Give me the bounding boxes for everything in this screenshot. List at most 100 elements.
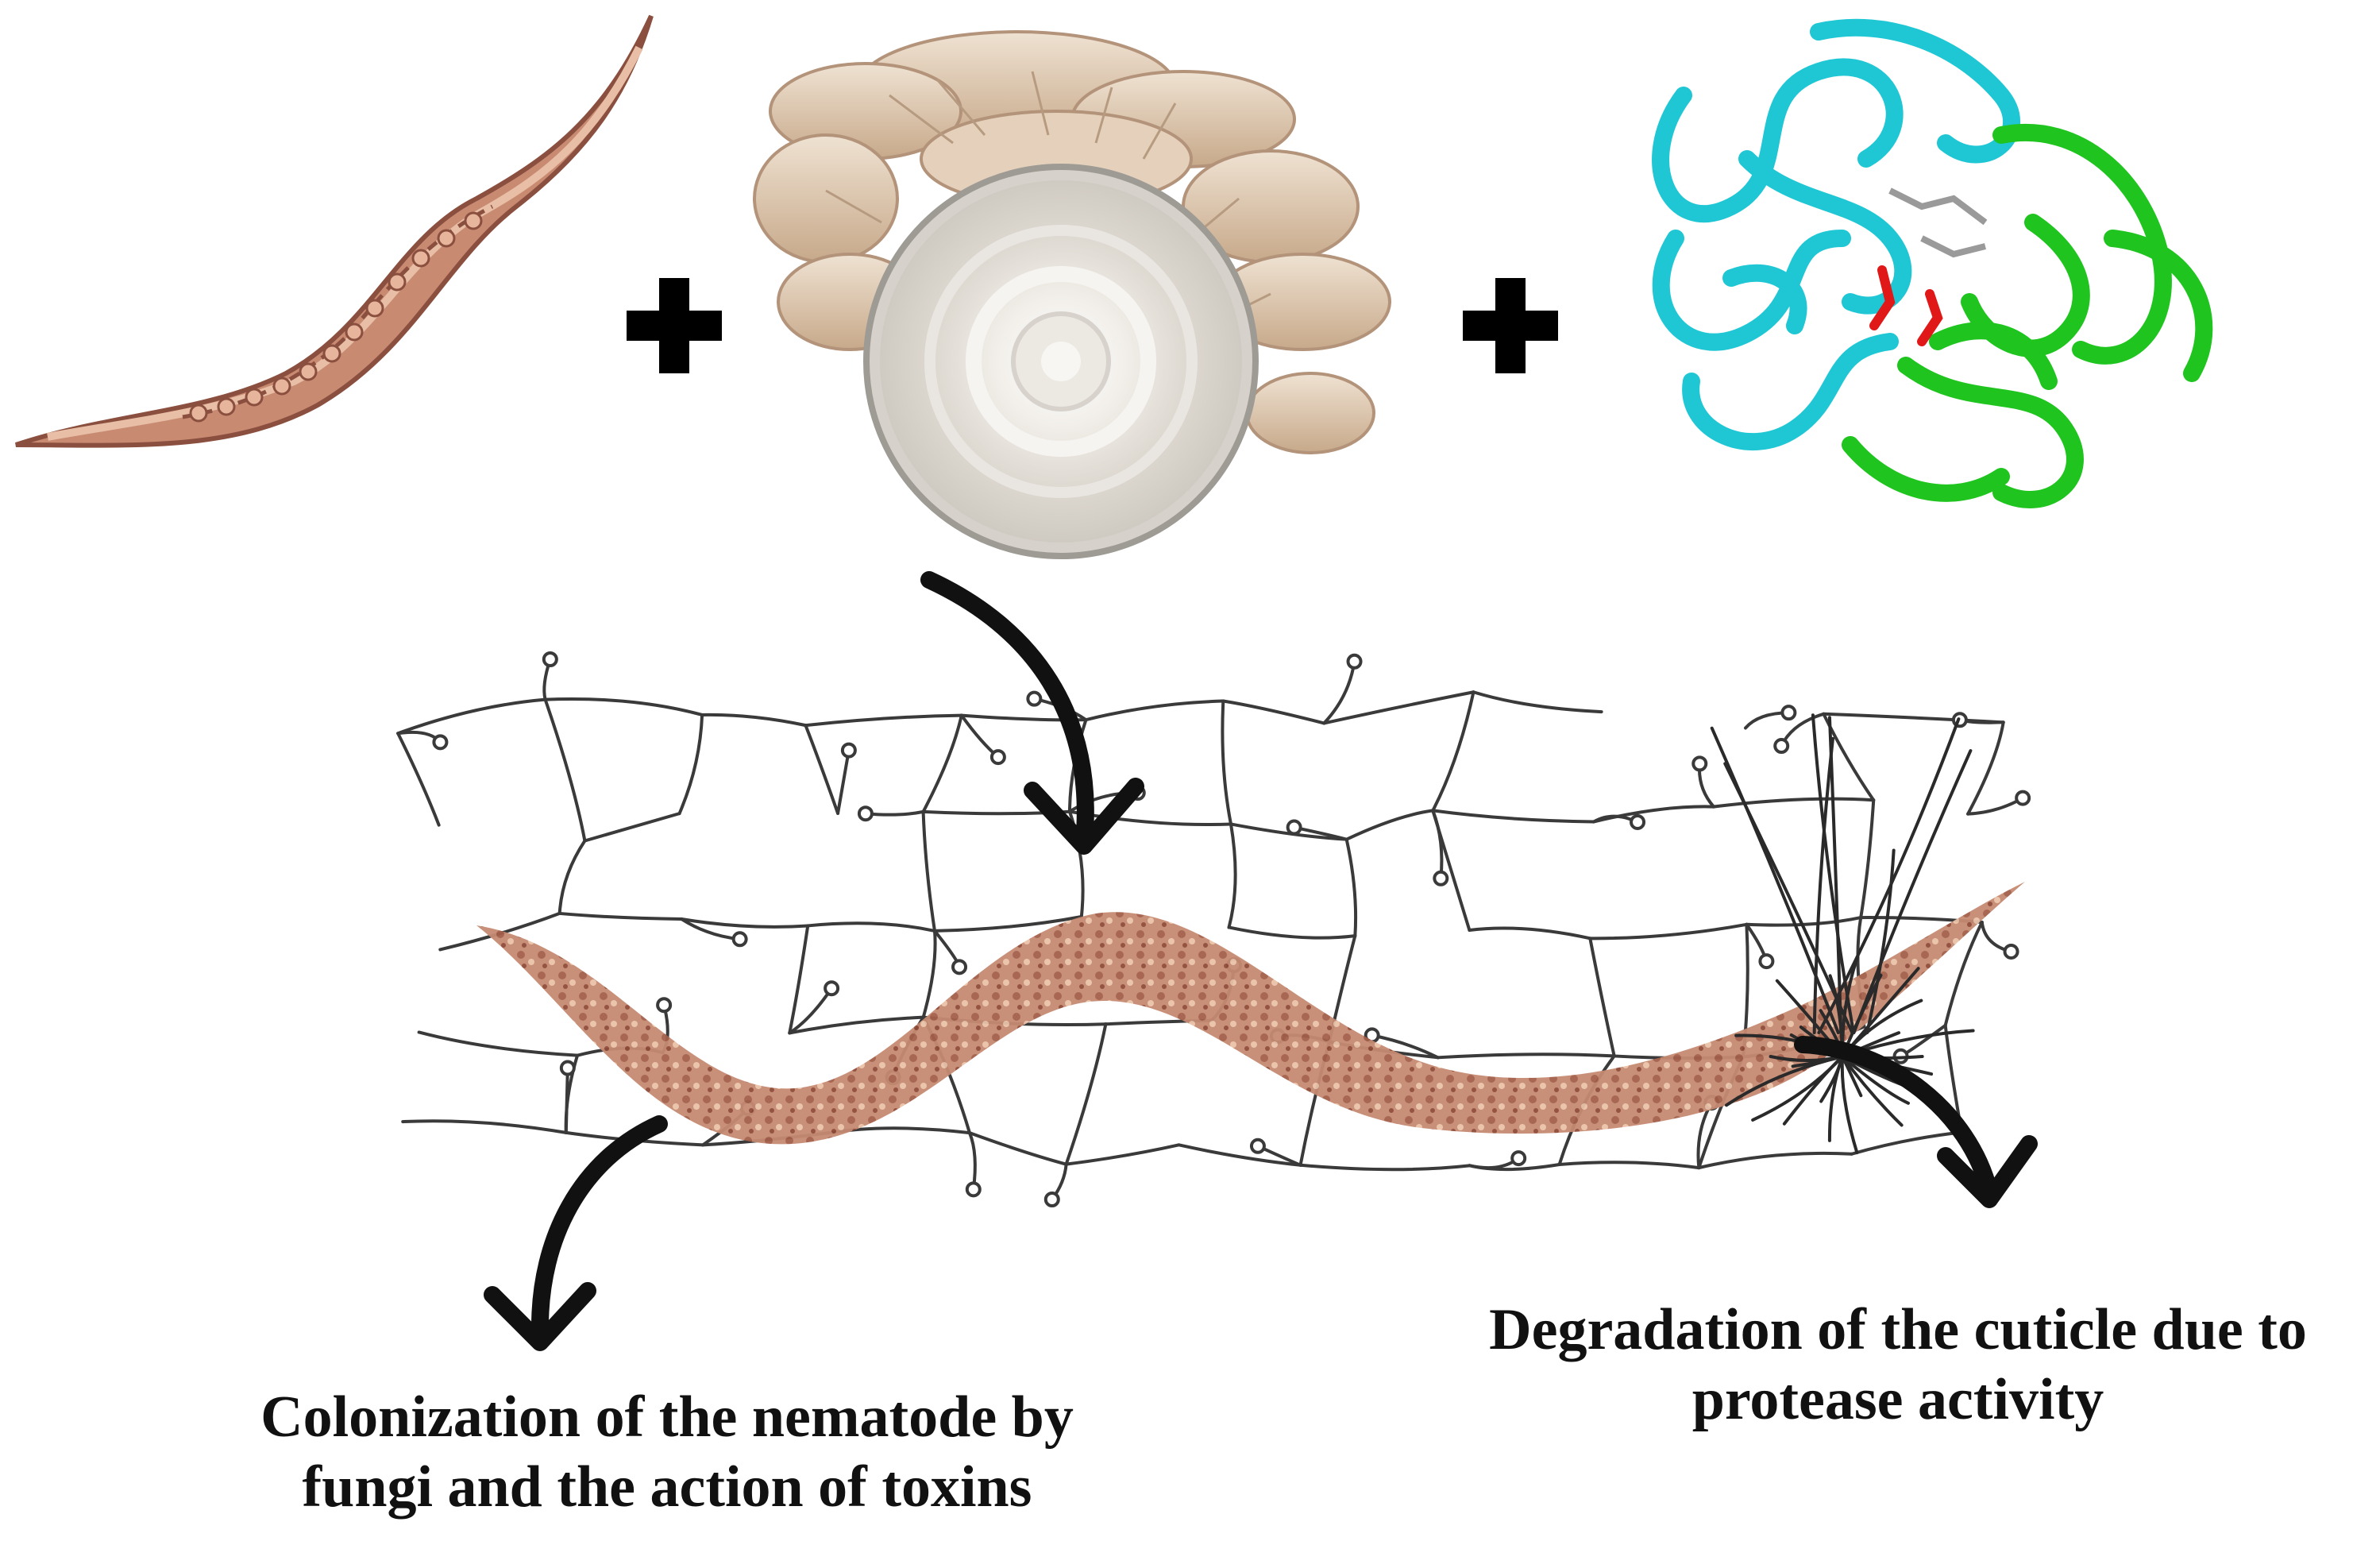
hypha-segment (1298, 1163, 1472, 1172)
hypha-segment (1064, 1022, 1108, 1166)
hypha-segment (1221, 699, 1326, 725)
colonization-caption-line2: fungi and the action of toxins (302, 1454, 1032, 1520)
hypha-segment (788, 924, 810, 1035)
hypha-tip (2015, 790, 2031, 806)
hypha-segment (557, 911, 684, 921)
hypha-segment (1227, 925, 1357, 940)
hypha-segment (1468, 926, 1592, 941)
hypha-segment (1841, 1055, 1904, 1127)
hypha-segment (1322, 659, 1356, 725)
degradation-caption-line1: Degradation of the cuticle due to (1489, 1297, 2307, 1362)
hypha-segment (967, 1131, 977, 1192)
hypha-segment (959, 713, 1000, 759)
hypha-segment (1745, 916, 1863, 927)
hypha-segment (1064, 1143, 1181, 1166)
hypha-segment (1431, 809, 1444, 880)
hypha-tip (1510, 1150, 1527, 1167)
hypha-tip (2003, 943, 2019, 960)
nematode-illustration (15, 14, 654, 448)
hypha-segment (836, 748, 851, 815)
protease-protein-structure (1652, 18, 2213, 508)
hypha-segment (804, 724, 840, 815)
hypha-segment (1751, 1055, 1844, 1122)
hypha-segment (401, 1119, 568, 1134)
hypha-segment (1817, 717, 1961, 1034)
hypha-tip (1433, 870, 1449, 886)
hypha-tip (1758, 953, 1775, 970)
hypha-segment (680, 917, 810, 929)
arrow-to-degradation (1794, 1036, 2038, 1208)
hypha-segment (564, 1066, 569, 1134)
hypha-segment (1812, 736, 1834, 1034)
degradation-caption: Degradation of the cuticle due to protea… (1421, 1295, 2374, 1435)
hypha-segment (1431, 690, 1475, 813)
hypha-segment (1588, 922, 1749, 941)
hypha-segment (1431, 809, 1595, 824)
hypha-tip (542, 651, 558, 667)
hypha-tip (656, 997, 673, 1014)
hypha-segment (806, 921, 936, 933)
hypha-tip (559, 1060, 576, 1076)
hypha-segment (700, 713, 808, 728)
hypha-tip (989, 749, 1006, 766)
hypha-tip (1346, 653, 1363, 670)
hypha-segment (1344, 809, 1435, 841)
hypha-tip (824, 980, 840, 997)
hypha-tip (1630, 813, 1646, 830)
hypha-segment (396, 732, 441, 827)
hypha-segment (788, 1015, 925, 1035)
hypha-segment (1344, 837, 1358, 938)
plus-icon (1463, 278, 1558, 373)
hypha-segment (1711, 797, 1876, 809)
hypha-tip (1026, 690, 1043, 707)
colonized-nematode (476, 882, 2025, 1145)
colonization-caption: Colonization of the nematode by fungi an… (159, 1382, 1175, 1522)
hypha-segment (1859, 798, 1876, 920)
petri-dish (863, 164, 1259, 559)
hypha-segment (921, 929, 937, 1019)
hypha-segment (1591, 805, 1715, 824)
degradation-caption-line2: protease activity (1691, 1367, 2104, 1432)
hypha-segment (1852, 749, 1973, 1034)
hypha-segment (1865, 848, 1896, 1034)
hypha-segment (1472, 690, 1603, 714)
hypha-segment (1588, 937, 1616, 1058)
hypha-segment (921, 809, 936, 933)
hypha-segment (921, 713, 963, 813)
hypha-segment (1769, 1055, 1844, 1063)
hypha-tip (1043, 1192, 1060, 1207)
hypha-tip (1249, 1138, 1266, 1154)
hypha-segment (583, 812, 681, 843)
plus-icon (627, 278, 722, 373)
hypha-segment (1943, 921, 1984, 1027)
hypha-tip (731, 931, 748, 948)
hypha-segment (863, 809, 925, 817)
hypha-segment (1710, 726, 1840, 1034)
hypha-segment (967, 1131, 1068, 1166)
hypha-segment (417, 1030, 580, 1057)
hypha-tip (840, 742, 857, 759)
hypha-segment (1697, 1151, 1853, 1170)
hypha-tip (857, 805, 874, 822)
hypha-segment (543, 697, 587, 843)
hypha-segment (1227, 822, 1237, 929)
hypha-segment (1436, 1053, 1616, 1060)
arrow-to-colonization (484, 1115, 668, 1351)
hypha-segment (804, 713, 963, 728)
hypha-tip (1780, 705, 1797, 721)
hypha-segment (1841, 1055, 1910, 1105)
hypha-segment (557, 839, 587, 915)
colonization-caption-line1: Colonization of the nematode by (260, 1385, 1074, 1450)
hypha-tip (432, 734, 449, 751)
hypha-segment (1557, 1161, 1701, 1170)
hypha-tip (1691, 755, 1708, 772)
hypha-segment (396, 697, 547, 736)
hypha-segment (1966, 720, 2005, 816)
hypha-tip (951, 959, 968, 975)
hypha-segment (1084, 699, 1225, 722)
hypha-segment (1811, 713, 1856, 1034)
hypha-segment (1322, 690, 1475, 725)
hypha-tip (1286, 819, 1302, 836)
hypha-segment (543, 697, 704, 716)
